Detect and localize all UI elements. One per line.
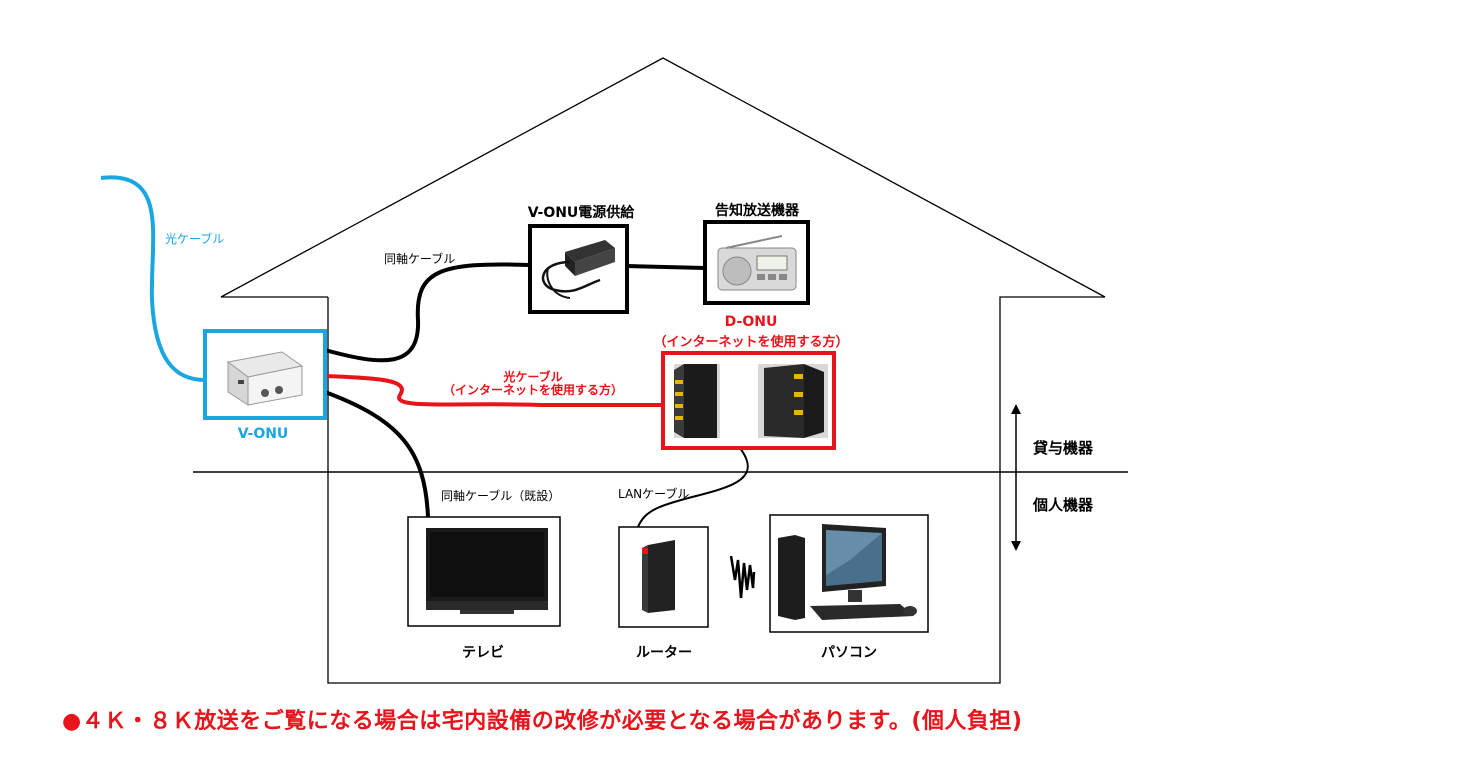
- d-onu-title-label: D-ONU: [724, 314, 778, 330]
- optical-cable-outside: [100, 175, 206, 382]
- coax-cable-top-label: 同軸ケーブル: [384, 252, 456, 266]
- router-label: ルーター: [636, 645, 692, 661]
- d-onu-note-label: （インターネットを使用する方）: [653, 335, 849, 350]
- lan-cable-label: LANケーブル: [618, 487, 690, 501]
- router-device-icon: [642, 540, 675, 613]
- personal-equipment-label: 個人機器: [1033, 496, 1094, 514]
- lan-cable-line: [637, 447, 749, 528]
- radio-device-icon: [717, 235, 797, 291]
- optical-cable-inside-line: [324, 374, 663, 408]
- wireless-signal-icon: [729, 555, 756, 599]
- coax-cable-existing-label: 同軸ケーブル（既設）: [441, 489, 561, 503]
- optical-cable-inside-label: 光ケーブル: [503, 370, 563, 384]
- power-to-notification-cable: [626, 264, 706, 270]
- coax-cable-top-line: [324, 262, 531, 363]
- footer-notice: ●４Ｋ・８Ｋ放送をご覧になる場合は宅内設備の改修が必要となる場合があります。(個…: [62, 709, 1023, 734]
- vonu-label: V-ONU: [237, 426, 289, 442]
- vonu-device-icon: [226, 351, 304, 406]
- pc-device-icon: [778, 524, 917, 620]
- coax-cable-existing-line: [324, 390, 430, 518]
- optical-cable-outside-label: 光ケーブル: [165, 232, 225, 246]
- tv-device-icon: [426, 528, 548, 614]
- optical-cable-inside-note-label: （インターネットを使用する方）: [442, 383, 624, 397]
- pc-label: パソコン: [821, 645, 877, 661]
- house-outline: [220, 57, 1106, 684]
- notification-device-label: 告知放送機器: [715, 203, 799, 219]
- power-supply-device-icon: [541, 240, 615, 299]
- d-onu-device-icon: [674, 364, 828, 438]
- double-arrow-icon: [1011, 404, 1021, 551]
- vonu-power-supply-label: V-ONU電源供給: [527, 205, 635, 221]
- loaned-equipment-label: 貸与機器: [1033, 439, 1094, 457]
- tv-label: テレビ: [462, 645, 504, 661]
